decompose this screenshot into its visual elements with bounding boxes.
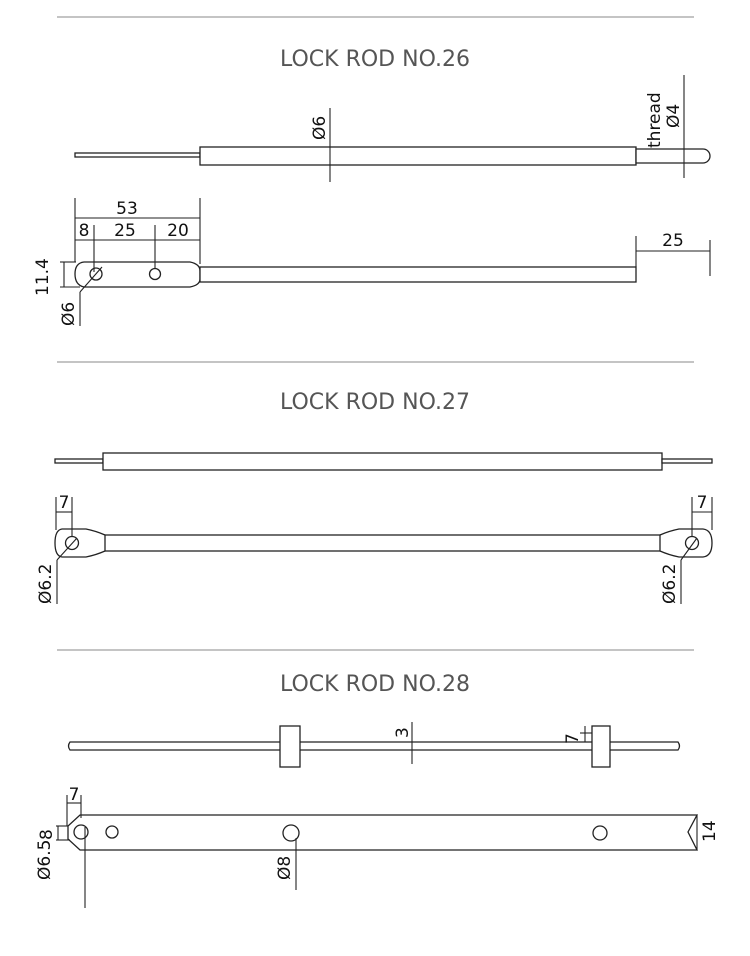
- hole: [105, 825, 119, 839]
- guide-block: [591, 725, 611, 768]
- dim-big-hole-dia: Ø8: [275, 856, 295, 880]
- section-title: LOCK ROD NO.28: [280, 672, 470, 697]
- hole: [282, 824, 300, 842]
- dim-tube-dia: Ø6: [310, 116, 330, 140]
- dim-thickness: 3: [393, 727, 413, 738]
- dim-right-eye: 7: [697, 493, 708, 513]
- hole: [592, 825, 608, 841]
- flat-bar-side: [67, 741, 681, 751]
- dim-hole1-pos: 8: [79, 221, 90, 241]
- dim-left-hole-dia: Ø6.2: [36, 564, 56, 604]
- lock-rod-26: LOCK ROD NO.26 Ø6 thread Ø4 53 8 25 20 1…: [33, 47, 711, 326]
- rod-flat-end: [74, 261, 201, 288]
- section-title: LOCK ROD NO.27: [280, 390, 470, 415]
- dim-right-hole-dia: Ø6.2: [660, 564, 680, 604]
- rod-thin-end: [74, 152, 201, 158]
- dim-end-len: 7: [69, 785, 80, 805]
- dim-hole-spacing: 25: [114, 221, 136, 241]
- dim-flat-width: 11.4: [33, 258, 53, 296]
- section-title: LOCK ROD NO.26: [280, 47, 470, 72]
- rod-thread-end: [635, 148, 711, 164]
- dim-hole-dia: Ø6: [59, 302, 79, 326]
- rod-tube: [102, 534, 663, 552]
- hole: [73, 824, 89, 840]
- dim-thread-dia: Ø4: [664, 104, 684, 128]
- dim-block-width: 7: [563, 733, 583, 744]
- rod-thin-end: [54, 458, 104, 464]
- rod-tube: [199, 266, 637, 283]
- dim-bar-width: 14: [700, 820, 720, 842]
- hole: [148, 267, 162, 281]
- dim-thread-label: thread: [645, 92, 665, 148]
- guide-block: [279, 725, 301, 768]
- lock-rod-28: LOCK ROD NO.28 3 7 7 8 Ø6.5 Ø8 14: [35, 672, 720, 908]
- dim-left-eye: 7: [59, 493, 70, 513]
- flat-bar-top: [67, 814, 699, 851]
- rod-thin-end: [661, 458, 713, 464]
- rod-tube: [102, 452, 663, 471]
- dim-flat-len: 53: [116, 199, 138, 219]
- rod-tube: [199, 146, 637, 166]
- dim-end-width: 8: [37, 829, 57, 840]
- dim-hole2-to-end: 20: [167, 221, 189, 241]
- rod-left-eye: [54, 528, 106, 558]
- dim-end-len: 25: [662, 231, 684, 251]
- lock-rod-27: LOCK ROD NO.27 7 Ø6.2 7 Ø6.2: [36, 390, 713, 604]
- dim-small-hole-dia: Ø6.5: [35, 840, 55, 880]
